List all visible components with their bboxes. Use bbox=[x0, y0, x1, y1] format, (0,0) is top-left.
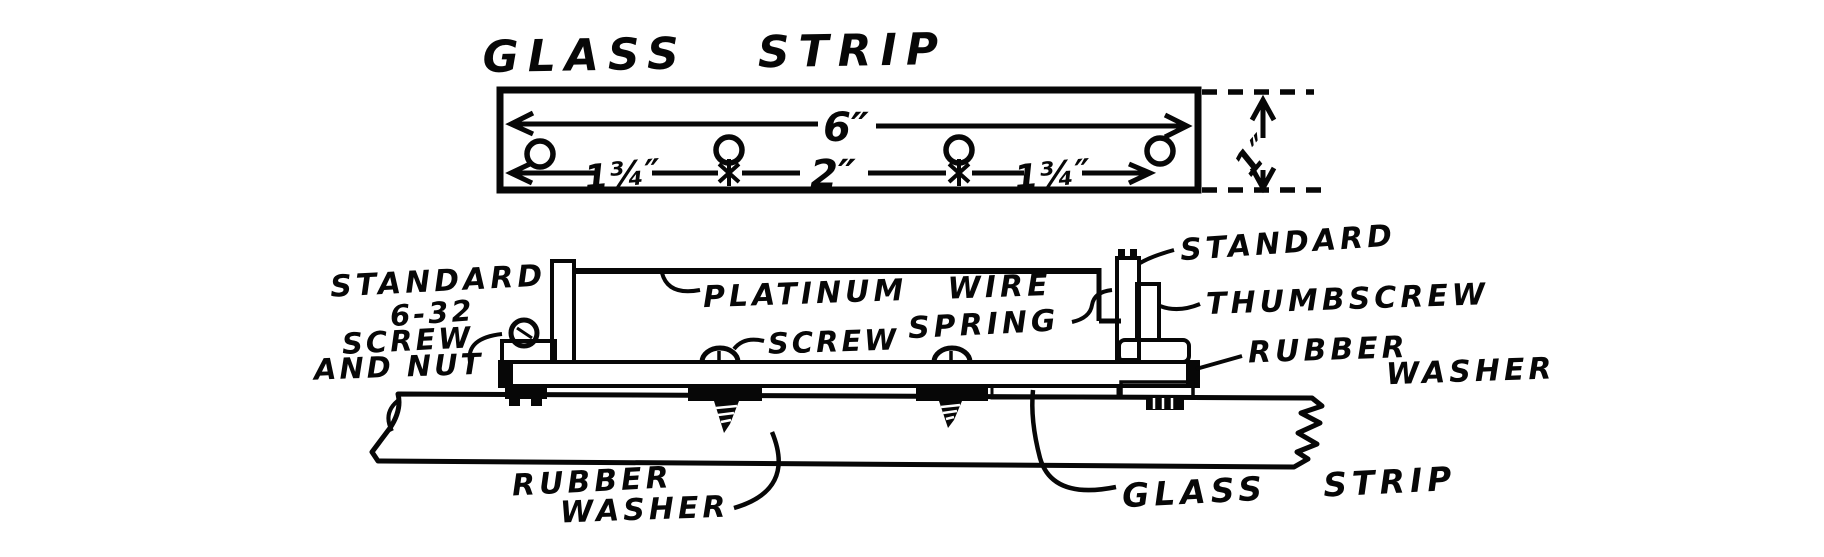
side-view bbox=[498, 249, 1200, 433]
hole-4 bbox=[1144, 135, 1176, 167]
tick-star-icon bbox=[717, 159, 741, 186]
post-prong bbox=[1118, 249, 1125, 260]
nut bbox=[505, 386, 547, 399]
strip-end-cap-left bbox=[500, 361, 513, 387]
glass-strip-side bbox=[498, 360, 1200, 388]
label-screw-and-nut-1: SCREW bbox=[341, 320, 474, 361]
screw-head bbox=[699, 345, 741, 363]
thickness-dim-label: 1″ bbox=[1226, 127, 1283, 184]
hole-1 bbox=[524, 138, 556, 170]
length-dim-label: 6″ bbox=[823, 105, 869, 151]
wood-base bbox=[369, 391, 1325, 470]
spacing-left-label: 1¾″ bbox=[583, 152, 663, 199]
mounting-screw-right bbox=[916, 345, 988, 428]
screw-threads bbox=[940, 403, 961, 421]
left-foot bbox=[500, 339, 557, 364]
label-standard-right: STANDARD bbox=[1179, 218, 1397, 268]
screw-shank bbox=[714, 401, 739, 433]
washer-base-block bbox=[1146, 397, 1184, 410]
leader-rubber-right bbox=[1195, 354, 1243, 371]
leader-rubber-bottom bbox=[733, 431, 781, 511]
screw-head-6-32 bbox=[508, 317, 540, 349]
leader-screw bbox=[732, 337, 765, 351]
screw-threads bbox=[715, 404, 738, 424]
washer-strip bbox=[990, 384, 1120, 400]
washer-base-ticks bbox=[1152, 398, 1174, 409]
label-screw-and-nut-2: AND NUT bbox=[311, 347, 484, 387]
leader-platinum-wire bbox=[660, 272, 701, 294]
screw-head bbox=[931, 345, 973, 363]
spacing-right-label: 1¾″ bbox=[1013, 152, 1093, 199]
mounting-screw-left bbox=[688, 345, 762, 433]
leader-glass-strip bbox=[1030, 389, 1117, 493]
label-6-32: 6-32 bbox=[389, 293, 476, 333]
right-foot bbox=[1117, 338, 1191, 364]
thickness-dimension: 1″ bbox=[1202, 89, 1322, 194]
glass-strip-outline bbox=[496, 86, 1202, 194]
leader-spring bbox=[1071, 288, 1113, 324]
arrow-up-icon bbox=[1249, 94, 1277, 122]
label-thumbscrew: THUMBSCREW bbox=[1205, 277, 1489, 322]
left-post bbox=[550, 259, 576, 364]
leader-standard-right bbox=[1138, 248, 1175, 265]
leader-screw-nut bbox=[467, 332, 503, 363]
label-rubber-right-1: RUBBER bbox=[1247, 330, 1409, 371]
arrow-down-icon bbox=[1249, 166, 1277, 194]
leader-thumbscrew bbox=[1159, 302, 1201, 311]
length-dimension: 6″ bbox=[505, 105, 1193, 151]
rubber-washer-block bbox=[688, 386, 762, 401]
arrow-right-icon bbox=[1127, 161, 1157, 186]
tick-star-icon bbox=[947, 159, 971, 186]
label-rubber-bottom-1: RUBBER bbox=[511, 460, 673, 503]
left-standard bbox=[500, 259, 576, 406]
top-view: GLASS STRIP 6″ 1¾″ 2″ 1¾″ bbox=[482, 24, 1322, 198]
label-spring: SPRING bbox=[907, 303, 1060, 346]
arrow-left-icon bbox=[505, 160, 534, 186]
nut-tab bbox=[509, 399, 520, 406]
wood-edge-curl bbox=[386, 397, 402, 432]
label-rubber-right-2: WASHER bbox=[1385, 351, 1556, 392]
wood-board bbox=[369, 391, 1325, 470]
arrow-right-icon bbox=[1163, 112, 1193, 140]
rubber-washer-block bbox=[916, 386, 988, 401]
post-prong bbox=[1130, 249, 1137, 260]
screw-slot bbox=[516, 326, 533, 340]
right-standard bbox=[1115, 249, 1195, 410]
spacing-center-label: 2″ bbox=[810, 152, 856, 198]
top-view-title: GLASS STRIP bbox=[482, 24, 947, 83]
spacing-dimension: 1¾″ 2″ 1¾″ bbox=[505, 152, 1157, 199]
label-screw: SCREW bbox=[767, 322, 899, 361]
label-rubber-bottom-2: WASHER bbox=[559, 490, 730, 531]
nut-tab bbox=[531, 399, 542, 406]
arrow-left-icon bbox=[505, 110, 535, 137]
